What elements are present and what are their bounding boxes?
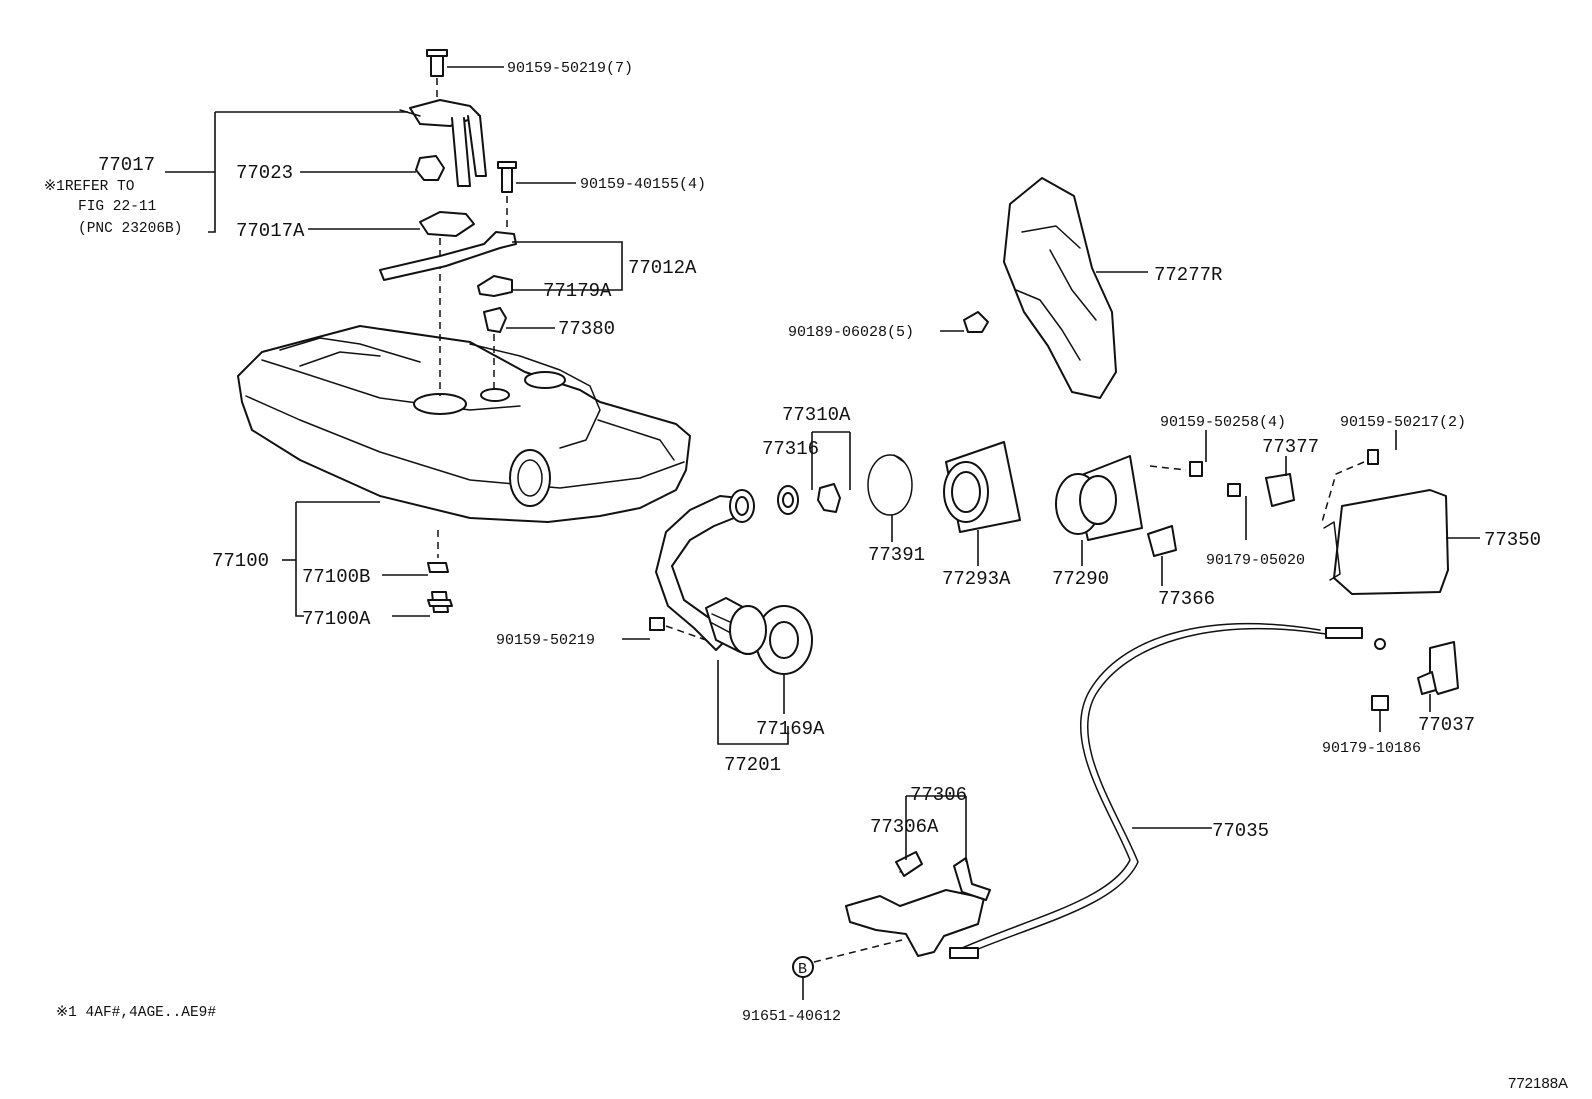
drain-plug-drawing	[427, 530, 453, 613]
label-77100b: 77100B	[302, 566, 370, 588]
label-bolt-50217: 90159-50217(2)	[1340, 414, 1466, 431]
label-77290: 77290	[1052, 568, 1109, 590]
label-77201: 77201	[724, 754, 781, 776]
label-77100: 77100	[212, 550, 269, 572]
label-77012a: 77012A	[628, 257, 697, 279]
label-77277r: 77277R	[1154, 264, 1222, 286]
figure-id: 772188A	[1508, 1075, 1568, 1092]
label-nut-10186: 90179-10186	[1322, 740, 1421, 757]
label-77169a: 77169A	[756, 718, 825, 740]
lid-lever-drawing	[1371, 641, 1459, 711]
filler-housing-drawing	[943, 441, 1021, 533]
label-77035: 77035	[1212, 820, 1269, 842]
label-77293a: 77293A	[942, 568, 1011, 590]
footnote: ※1 4AF#,4AGE..AE9#	[56, 1005, 216, 1021]
fuel-lid-drawing	[1323, 489, 1449, 595]
note-refer-line3: (PNC 23206B)	[78, 221, 182, 237]
label-77391: 77391	[868, 544, 925, 566]
label-clip-06028: 90189-06028(5)	[788, 324, 914, 341]
label-77316: 77316	[762, 438, 819, 460]
label-77380: 77380	[558, 318, 615, 340]
label-77037: 77037	[1418, 714, 1475, 736]
label-77377: 77377	[1262, 436, 1319, 458]
label-circle-b: B	[798, 961, 807, 978]
label-77306a: 77306A	[870, 816, 939, 838]
note-refer-line2: FIG 22-11	[78, 199, 156, 215]
label-77310a: 77310A	[782, 404, 851, 426]
fender-liner-drawing	[963, 177, 1117, 399]
label-nut-05020: 90179-05020	[1206, 552, 1305, 569]
label-77017a: 77017A	[236, 220, 305, 242]
label-rivet-40612: 91651-40612	[742, 1008, 841, 1025]
label-77017: 77017	[98, 154, 155, 176]
label-bolt-50219: 90159-50219	[496, 632, 595, 649]
label-bolt-top: 90159-50219(7)	[507, 60, 633, 77]
label-77023: 77023	[236, 162, 293, 184]
small-hardware-drawing	[1147, 449, 1379, 557]
label-77366: 77366	[1158, 588, 1215, 610]
filler-housing-2-drawing	[1055, 455, 1187, 541]
filler-grommet-drawing	[777, 454, 913, 516]
lock-cable-drawing	[949, 623, 1386, 959]
note-refer-line1: ※1REFER TO	[44, 179, 134, 195]
label-77350: 77350	[1484, 529, 1541, 551]
filler-pipe-drawing	[649, 489, 813, 675]
sender-plate-drawing	[379, 161, 517, 392]
leader-lines	[165, 66, 1480, 1000]
label-77100a: 77100A	[302, 608, 371, 630]
label-77306: 77306	[910, 784, 967, 806]
label-bolt-40155: 90159-40155(4)	[580, 176, 706, 193]
label-bolt-50258: 90159-50258(4)	[1160, 414, 1286, 431]
label-77179a: 77179A	[543, 280, 612, 302]
fuel-tank-drawing	[237, 325, 691, 523]
